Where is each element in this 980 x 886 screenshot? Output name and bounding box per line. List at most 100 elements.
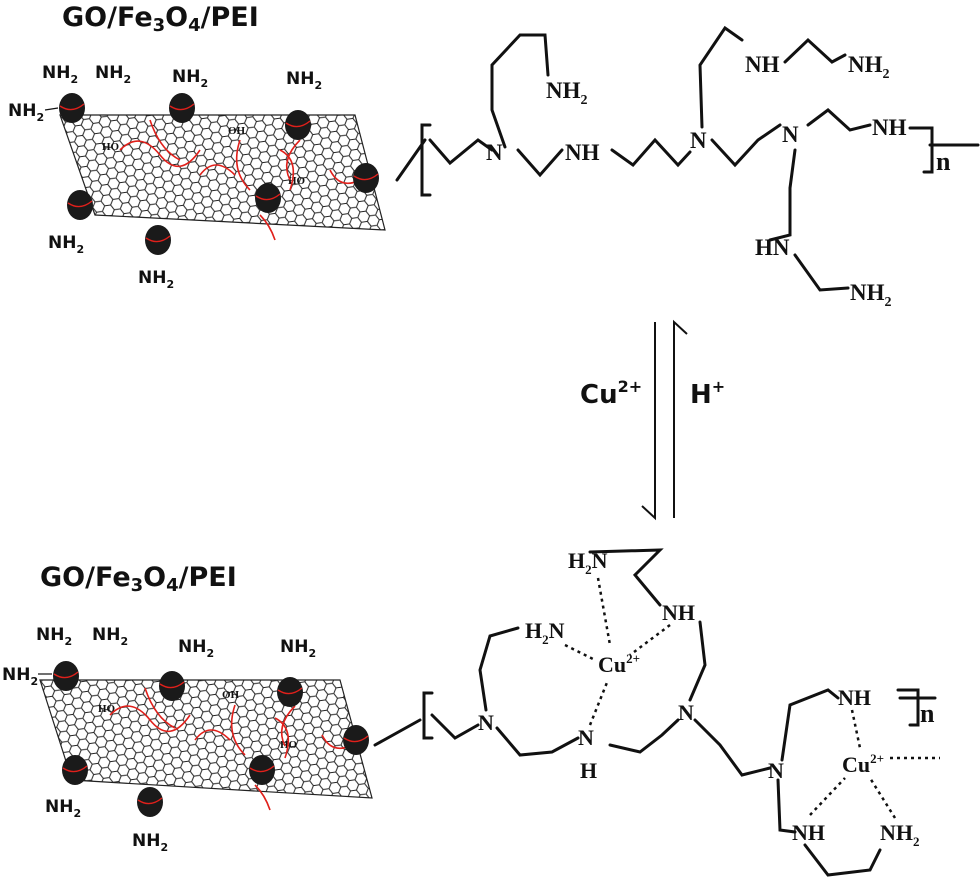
title-sub-4: 4 — [188, 15, 201, 36]
particle-core — [255, 183, 281, 213]
ring-arm — [588, 548, 664, 607]
title-pei: /PEI — [178, 562, 237, 593]
red-linker — [144, 687, 176, 729]
right-bracket — [896, 688, 920, 727]
proton-label: H — [690, 380, 712, 410]
red-linker — [235, 139, 251, 191]
top-pei-labels: NH2 N NH N NH NH2 N NH n HN NH2 — [486, 52, 951, 310]
backbone-segment — [693, 718, 772, 777]
continuation-bond — [913, 126, 980, 147]
fe3o4-nanoparticle — [343, 725, 369, 755]
red-linker — [119, 140, 201, 168]
title-go-fe: GO/Fe — [62, 2, 153, 33]
pendant-arm — [793, 253, 850, 292]
pendant-arm — [783, 37, 847, 64]
red-linker — [109, 705, 191, 733]
n-atom: N — [578, 725, 594, 750]
left-bracket — [420, 123, 432, 197]
nh2-label: NH2 — [8, 101, 44, 124]
bottom-red-linkers — [109, 687, 353, 811]
svg-text:NH2: NH2 — [850, 280, 892, 310]
fe3o4-nanoparticle — [249, 755, 275, 785]
particle-core — [159, 671, 185, 701]
red-linker — [259, 214, 276, 241]
right-bracket — [908, 126, 934, 174]
svg-text:H+: H+ — [690, 377, 725, 410]
equilibrium-arrows[interactable] — [641, 319, 688, 521]
ring-arm — [608, 718, 680, 754]
nh2-label: NH2 — [138, 268, 174, 291]
fe3o4-nanoparticle: NH2 — [48, 190, 93, 256]
backbone-segment — [806, 108, 872, 132]
particle-core — [137, 787, 163, 817]
title-sub-3: 3 — [152, 15, 166, 36]
particle-core — [249, 755, 275, 785]
ring-arm — [688, 620, 707, 702]
fe3o4-nanoparticle — [255, 183, 281, 213]
title-o: O — [143, 562, 167, 593]
fe3o4-nanoparticle: NH2 — [138, 225, 174, 291]
hn-group: HN — [755, 235, 790, 260]
cu-center-1: Cu2+ — [598, 651, 640, 677]
particle-core — [67, 190, 93, 220]
ring-arm — [776, 778, 797, 834]
fe3o4-nanoparticle: NH2 — [277, 637, 316, 707]
backbone-segment — [516, 148, 564, 178]
coordination-bonds — [564, 577, 940, 819]
bottom-pei-labels: H2N H2N NH Cu2+ N N H N N NH n Cu2+ NH N… — [478, 548, 935, 849]
red-linker — [199, 164, 236, 176]
red-linker — [285, 139, 301, 181]
reverse-arrow[interactable] — [673, 319, 688, 518]
ring-arm — [780, 688, 840, 762]
particle-core — [53, 661, 79, 691]
nh2-label: NH2 — [286, 69, 322, 92]
repeat-n: n — [920, 699, 935, 728]
particle-core — [277, 677, 303, 707]
ring-arm — [803, 843, 882, 877]
red-linker — [230, 704, 246, 756]
n-atom: N — [782, 122, 799, 147]
ring-arm — [478, 626, 520, 712]
ho-label: HO — [98, 703, 116, 715]
title-sub-4: 4 — [166, 575, 179, 596]
red-linker — [254, 784, 271, 811]
title-pei: /PEI — [200, 2, 259, 33]
particle-core — [62, 755, 88, 785]
particle-core — [353, 163, 379, 193]
forward-arrow[interactable] — [641, 322, 656, 521]
bottom-graphene-sheet — [39, 679, 373, 799]
nh2-label: NH2 — [280, 637, 316, 660]
nh2-label: NH2 — [95, 63, 131, 86]
nh2-label: NH2 — [42, 63, 78, 86]
particle-core — [169, 93, 195, 123]
pendant-arm — [768, 148, 797, 242]
svg-text:H2N: H2N — [525, 618, 565, 647]
oh-label: OH — [228, 125, 246, 137]
svg-text:Cu2+: Cu2+ — [580, 377, 642, 410]
title-o: O — [165, 2, 189, 33]
n-atom: N — [478, 710, 494, 735]
svg-text:NH2: NH2 — [880, 820, 920, 849]
title-go-fe: GO/Fe — [40, 562, 131, 593]
title-sub-3: 3 — [130, 575, 144, 596]
top-red-linkers — [119, 119, 361, 241]
particle-core — [343, 725, 369, 755]
nh2-label: NH2 — [2, 665, 38, 688]
red-linker — [279, 149, 295, 191]
top-graphene-sheet — [59, 114, 386, 231]
bottom-title: GO/Fe3O4/PEI — [40, 562, 237, 596]
particle-core — [59, 93, 85, 123]
nh2-label: NH2 — [172, 67, 208, 90]
fe3o4-nanoparticle: NH2 — [159, 637, 214, 701]
nh-group: NH — [838, 685, 871, 710]
top-pei-polymer — [395, 25, 980, 292]
red-linker — [194, 729, 231, 741]
sheet-connector — [373, 718, 422, 747]
fe3o4-nanoparticle: NH2 — [132, 787, 168, 854]
svg-text:NH2: NH2 — [546, 78, 588, 108]
n-atom: N — [768, 758, 784, 783]
